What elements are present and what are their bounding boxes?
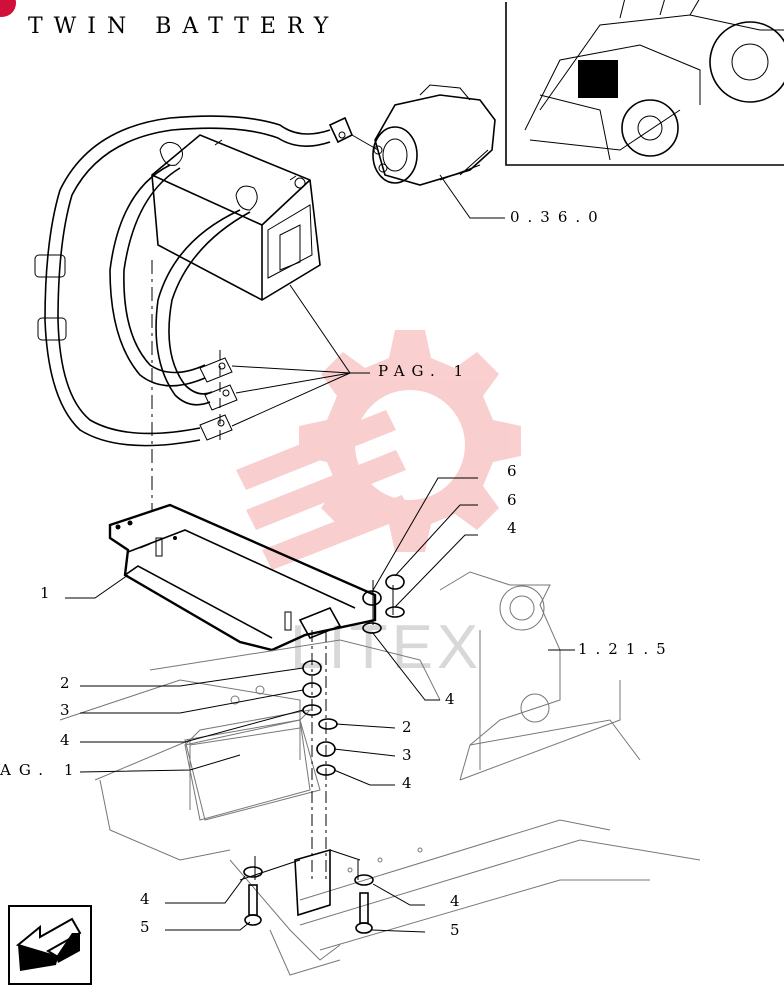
- callout-4b: 4: [445, 690, 455, 708]
- fastener-axis-lines: [254, 580, 394, 880]
- leaders-right: [333, 723, 396, 786]
- leaders-left: [79, 667, 304, 773]
- leaders-top-right: [371, 477, 478, 701]
- ref-frame: 1.21.5: [578, 640, 674, 658]
- leaders-bottom: [165, 875, 426, 933]
- callout-2a: 2: [60, 674, 70, 692]
- red-corner-badge: [0, 0, 16, 17]
- arrow-left-down-icon: [15, 917, 82, 971]
- watermark-gear: [236, 330, 521, 570]
- ref-pag-left: AG. 1: [0, 761, 81, 779]
- callout-4f: 4: [450, 892, 460, 910]
- callout-6a: 6: [507, 462, 517, 480]
- callout-6b: 6: [507, 491, 517, 509]
- page-title: TWIN BATTERY: [28, 14, 340, 39]
- callout-3b: 3: [402, 746, 412, 764]
- callout-1: 1: [40, 584, 50, 602]
- tractor-inset: [505, 0, 784, 166]
- fasteners-right: [316, 718, 338, 776]
- leader-starter: [439, 174, 505, 219]
- battery-cables: [34, 115, 331, 447]
- ref-starter: 0.36.0: [510, 208, 606, 226]
- nav-arrow-button[interactable]: [8, 905, 92, 985]
- callout-4c: 4: [60, 731, 70, 749]
- leader-pag-top: [231, 284, 370, 427]
- callout-5b: 5: [450, 921, 460, 939]
- callout-4d: 4: [402, 774, 412, 792]
- bolts-bottom: [243, 866, 374, 934]
- battery-top: [151, 134, 321, 301]
- battery-tray: [108, 503, 377, 652]
- leader-1: [65, 574, 129, 599]
- starter-motor: [328, 84, 496, 186]
- callout-3a: 3: [60, 701, 70, 719]
- ref-pag-top: PAG. 1: [378, 362, 470, 380]
- callout-4e: 4: [140, 890, 150, 908]
- battery-bottom: [184, 709, 312, 821]
- callout-4a: 4: [507, 519, 517, 537]
- callout-5a: 5: [140, 918, 150, 936]
- support-bracket: [239, 848, 361, 917]
- callout-2b: 2: [402, 718, 412, 736]
